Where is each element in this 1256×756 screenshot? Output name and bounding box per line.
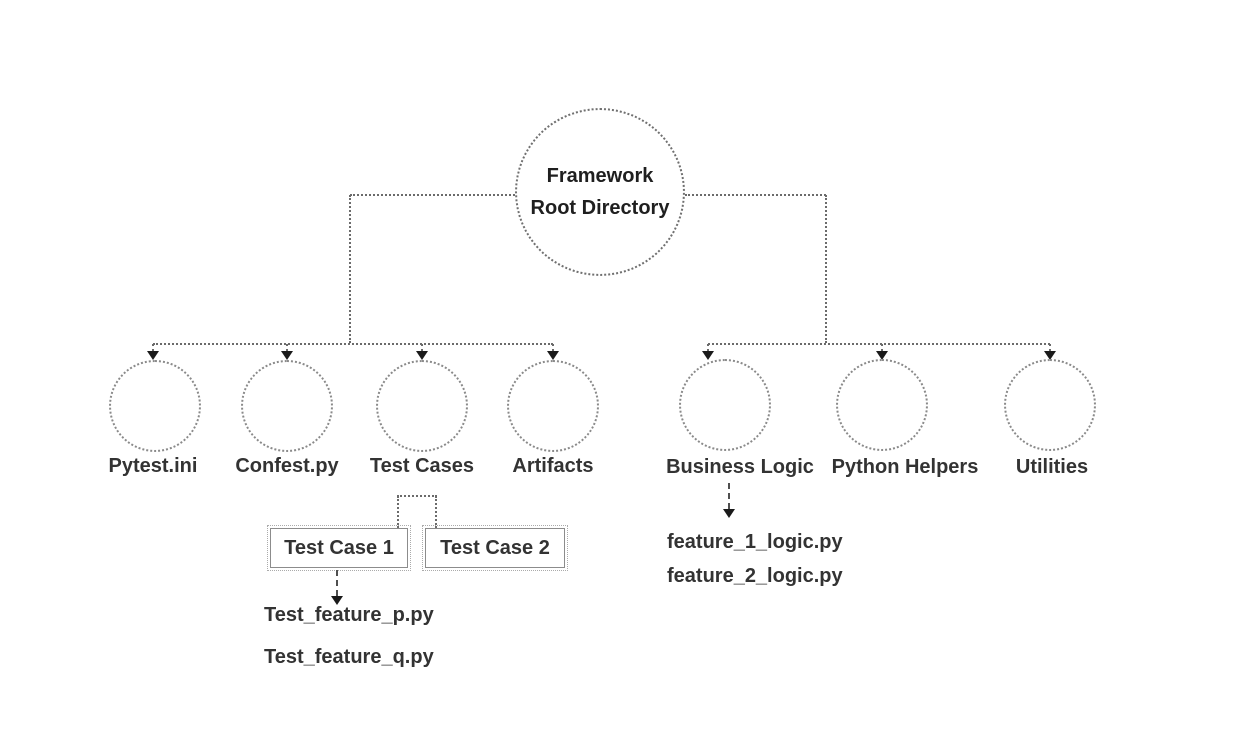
node-test-case-2: Test Case 2 (422, 525, 568, 571)
connector-test-cases-bracket-left (397, 496, 399, 528)
connector-drop-test-cases (421, 344, 423, 351)
arrow-down-icon (1044, 351, 1056, 360)
connector-root-left-vertical (349, 195, 351, 343)
connector-drop-business-logic (707, 344, 709, 351)
arrow-down-icon (147, 351, 159, 360)
node-label-utilities: Utilities (1015, 456, 1089, 478)
connector-drop-confest (286, 344, 288, 351)
node-label-business-logic: Business Logic (666, 456, 814, 478)
connector-drop-utilities (1049, 344, 1051, 351)
node-test-cases (376, 360, 468, 452)
node-pytest-ini (109, 360, 201, 452)
node-utilities (1004, 359, 1096, 451)
node-business-logic (679, 359, 771, 451)
node-label-python-helpers: Python Helpers (831, 456, 979, 478)
connector-right-branch-rail (708, 343, 1050, 345)
arrow-down-icon (547, 351, 559, 360)
connector-test-case-1-files (336, 570, 338, 596)
arrow-down-icon (702, 351, 714, 360)
connector-root-right-vertical (825, 195, 827, 343)
connector-drop-pytest (152, 344, 154, 351)
root-label-line2: Root Directory (530, 197, 670, 219)
arrow-down-icon (281, 351, 293, 360)
node-framework-root-directory: Framework Root Directory (515, 108, 685, 276)
connector-test-cases-bracket-right (435, 496, 437, 528)
file-label-feature-2-logic: feature_2_logic.py (667, 565, 843, 587)
file-label-test-feature-q: Test_feature_q.py (264, 646, 434, 668)
arrow-down-icon (331, 596, 343, 605)
arrow-down-icon (416, 351, 428, 360)
node-confest-py (241, 360, 333, 452)
node-test-case-1: Test Case 1 (267, 525, 411, 571)
node-label-confest-py: Confest.py (235, 455, 339, 477)
arrow-down-icon (876, 351, 888, 360)
file-label-feature-1-logic: feature_1_logic.py (667, 531, 843, 553)
node-python-helpers (836, 359, 928, 451)
node-label-test-cases: Test Cases (369, 455, 475, 477)
arrow-down-icon (723, 509, 735, 518)
connector-drop-artifacts (552, 344, 554, 351)
connector-test-cases-bracket-top (397, 495, 437, 497)
node-label-pytest-ini: Pytest.ini (108, 455, 198, 477)
file-label-test-feature-p: Test_feature_p.py (264, 604, 434, 626)
root-label-line1: Framework (546, 165, 654, 187)
node-label-artifacts: Artifacts (512, 455, 594, 477)
connector-root-left-horizontal (350, 194, 515, 196)
connector-drop-python-helpers (881, 344, 883, 351)
connector-business-logic-files (728, 483, 730, 509)
node-artifacts (507, 360, 599, 452)
connector-root-right-horizontal (685, 194, 826, 196)
connector-left-branch-rail (153, 343, 553, 345)
